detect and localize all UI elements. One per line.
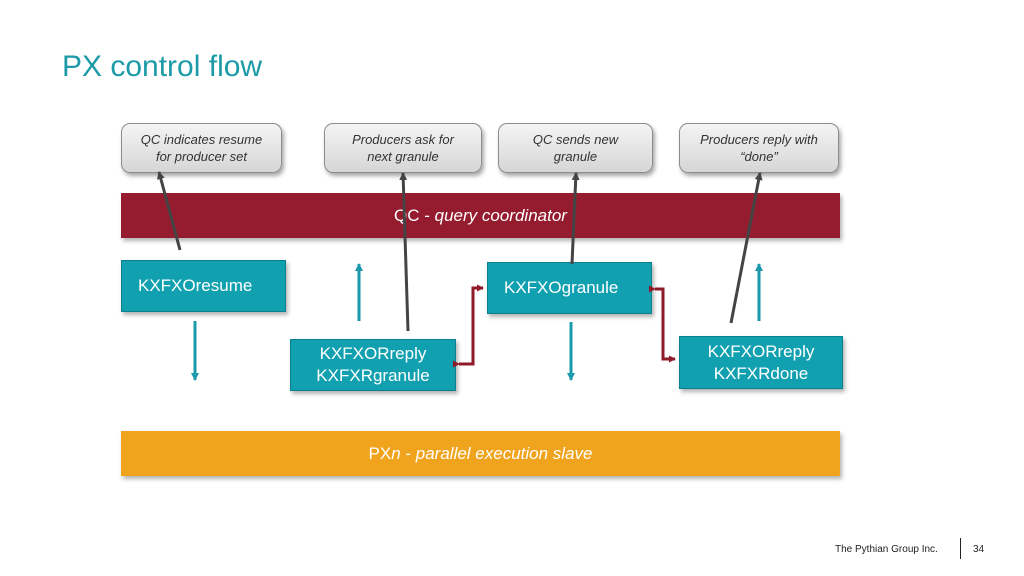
callout-producers-ask: Producers ask for next granule xyxy=(324,123,482,173)
message-label-line1: KXFXORreply xyxy=(707,341,815,361)
message-label: KXFXOresume xyxy=(138,276,253,295)
pointer-arrow-resume xyxy=(156,171,182,251)
message-kxfxogranule: KXFXOgranule xyxy=(487,262,652,314)
callout-line: for producer set xyxy=(155,149,248,164)
message-label-line2: KXFXRdone xyxy=(713,363,809,383)
footer-divider xyxy=(960,538,961,559)
message-label-line1: KXFXORreply xyxy=(319,344,427,363)
message-kxfxoresume: KXFXOresume xyxy=(121,260,286,312)
footer-company: The Pythian Group Inc. xyxy=(835,544,938,555)
message-label: KXFXOgranule xyxy=(504,278,619,297)
callout-line: next granule xyxy=(367,149,439,164)
px-bar-separator: - xyxy=(400,443,416,463)
message-kxfxorreply-kxfxrgranule: KXFXORreply KXFXRgranule xyxy=(290,339,456,391)
message-label-line2: KXFXRgranule xyxy=(316,366,430,385)
px-bar-label: parallel execution slave xyxy=(415,443,593,463)
pointer-arrow-done xyxy=(729,172,763,324)
callout-line: QC indicates resume xyxy=(140,132,263,147)
callout-line: QC sends new xyxy=(532,132,619,147)
callout-producers-reply-done: Producers reply with “done” xyxy=(679,123,839,173)
pointer-arrow-reply-granule xyxy=(399,172,410,332)
message-kxfxorreply-kxfxrdone: KXFXORreply KXFXRdone xyxy=(679,336,843,389)
callout-line: “done” xyxy=(740,149,778,164)
qc-bar-label: query coordinator xyxy=(434,205,567,225)
page-number: 34 xyxy=(973,544,985,555)
query-coordinator-bar: QC - query coordinator xyxy=(121,193,840,238)
callout-line: granule xyxy=(553,149,598,164)
callout-qc-sends-granule: QC sends new granule xyxy=(498,123,653,173)
callout-qc-indicates-resume: QC indicates resume for producer set xyxy=(121,123,282,173)
pointer-arrow-granule xyxy=(570,172,580,265)
callout-line: Producers reply with xyxy=(700,132,818,147)
red-connector-left xyxy=(453,284,484,368)
qc-bar-prefix: QC - xyxy=(394,205,435,225)
px-bar-n: n xyxy=(391,443,401,463)
callout-line: Producers ask for xyxy=(352,132,454,147)
px-bar-prefix: PX xyxy=(368,443,392,463)
red-connector-right xyxy=(649,285,676,363)
page-title: PX control flow xyxy=(62,50,263,83)
